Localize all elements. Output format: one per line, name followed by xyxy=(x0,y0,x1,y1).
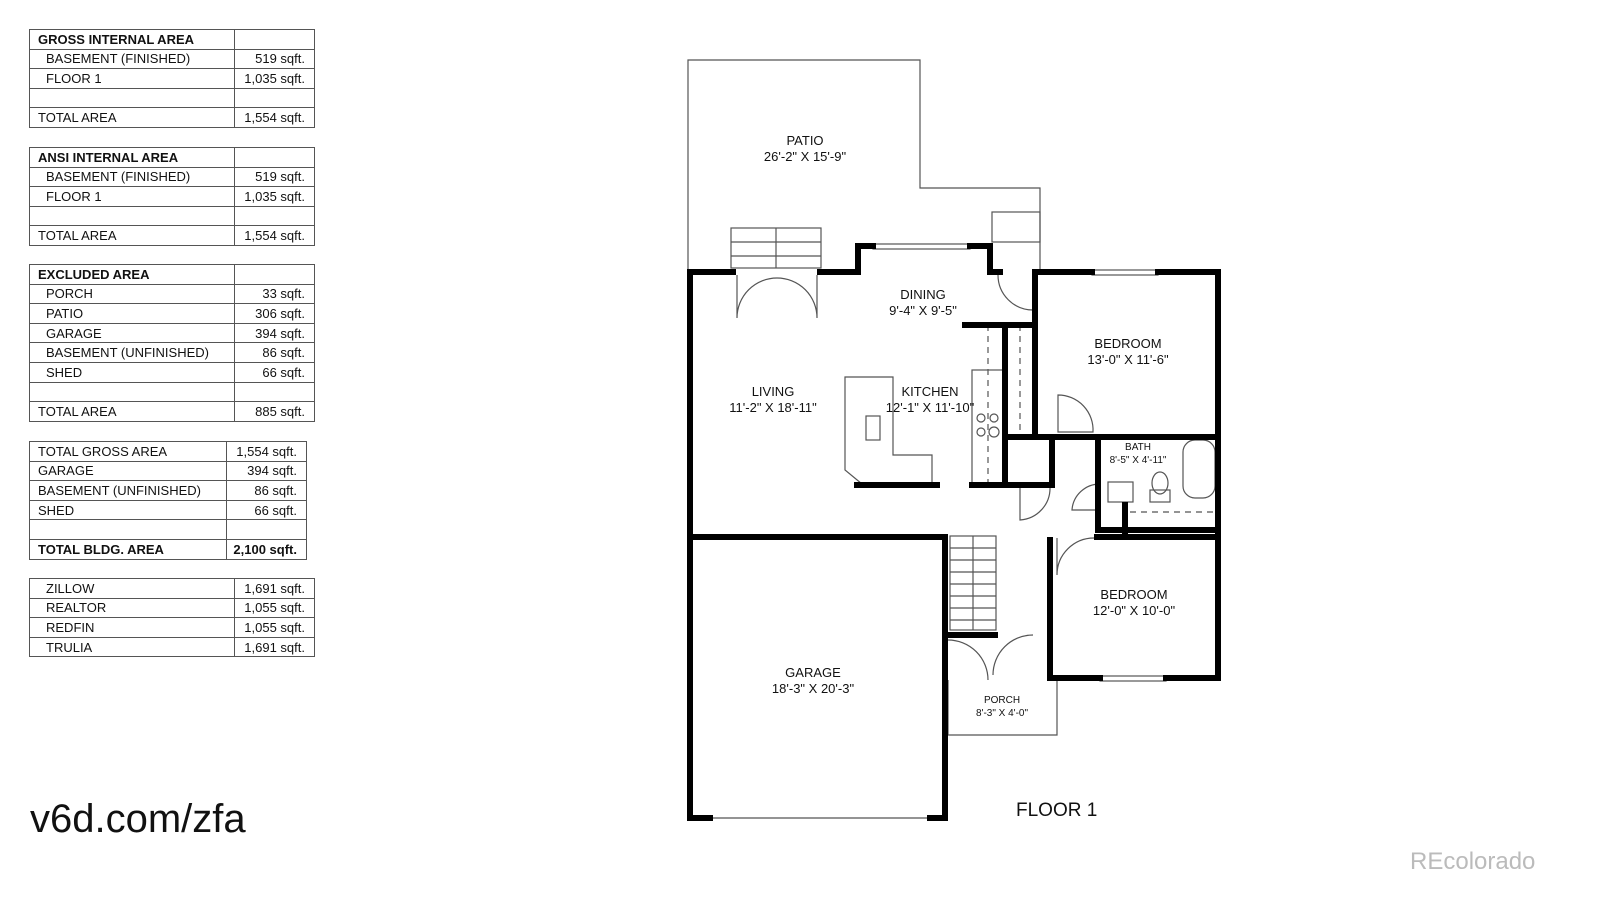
room-dimensions: 9'-4" X 9'-5" xyxy=(889,303,957,318)
room-dimensions: 8'-5" X 4'-11" xyxy=(1109,455,1167,466)
area-value: 1,055 sqft. xyxy=(234,617,315,638)
table-row: BASEMENT (FINISHED)519 sqft. xyxy=(29,48,315,70)
room-name: PATIO xyxy=(786,133,824,148)
room-dimensions: 12'-0" X 10'-0" xyxy=(1092,603,1176,618)
table-row: BASEMENT (FINISHED)519 sqft. xyxy=(29,166,315,188)
sink xyxy=(865,415,881,441)
area-value: 306 sqft. xyxy=(234,303,315,324)
table-row xyxy=(29,205,315,227)
bedroom-window xyxy=(1091,269,1159,276)
area-value: 86 sqft. xyxy=(226,480,307,501)
french-door xyxy=(736,275,818,319)
room-name: PORCH xyxy=(983,695,1021,706)
room-name: BEDROOM xyxy=(1094,336,1162,351)
room-dimensions: 8'-3" X 4'-0" xyxy=(975,708,1029,719)
area-label: BASEMENT (FINISHED) xyxy=(29,166,235,188)
table-row: BASEMENT (UNFINISHED)86 sqft. xyxy=(29,342,315,363)
vanity xyxy=(1107,481,1134,503)
area-value: 1,554 sqft. xyxy=(234,225,315,246)
room-name: BEDROOM xyxy=(1100,587,1168,602)
porch-doors xyxy=(947,634,1034,681)
area-label: TOTAL BLDG. AREA xyxy=(29,538,227,560)
area-value: 86 sqft. xyxy=(234,342,315,363)
closet-door xyxy=(1019,486,1051,521)
toilet xyxy=(1151,471,1169,495)
room-label-porch: PORCH 8'-3" X 4'-0" xyxy=(976,694,1028,720)
room-name: KITCHEN xyxy=(901,384,959,399)
area-label: TOTAL AREA xyxy=(29,401,235,422)
room-name: GARAGE xyxy=(785,665,841,680)
room-name: DINING xyxy=(900,287,946,302)
area-value: 394 sqft. xyxy=(226,460,307,482)
room-dimensions: 26'-2" X 15'-9" xyxy=(763,149,847,164)
dining-window xyxy=(872,243,971,250)
table-row: ANSI INTERNAL AREA xyxy=(29,147,315,168)
area-label: GARAGE xyxy=(29,322,235,344)
room-dimensions: 12'-1" X 11'-10" xyxy=(885,400,975,415)
bedroom2-window xyxy=(1099,675,1167,682)
area-value: 519 sqft. xyxy=(234,166,315,188)
room-dimensions: 18'-3" X 20'-3" xyxy=(771,681,855,696)
kitchen-island xyxy=(844,376,933,485)
bathtub xyxy=(1182,439,1216,499)
dining-door xyxy=(997,274,1034,311)
bedroom-door xyxy=(1057,394,1094,433)
area-value: 1,691 sqft. xyxy=(234,636,315,658)
bedroom2-door xyxy=(1056,537,1095,576)
room-label-bath: BATH 8'-5" X 4'-11" xyxy=(1110,441,1167,467)
floor-label: FLOOR 1 xyxy=(1016,800,1098,821)
area-value: 2,100 sqft. xyxy=(226,538,307,560)
walls xyxy=(687,243,1221,821)
area-label: ANSI INTERNAL AREA xyxy=(29,147,235,168)
url-text: v6d.com/zfa xyxy=(30,797,246,841)
room-name: BATH xyxy=(1125,442,1151,453)
room-name: LIVING xyxy=(751,384,795,399)
area-label: BASEMENT (UNFINISHED) xyxy=(29,480,227,501)
area-label: TOTAL AREA xyxy=(29,107,235,128)
area-value: 885 sqft. xyxy=(234,401,315,422)
room-dimensions: 13'-0" X 11'-6" xyxy=(1087,352,1169,367)
area-value: 1,035 sqft. xyxy=(234,68,315,89)
table-row xyxy=(29,519,307,540)
area-value: 1,554 sqft. xyxy=(234,107,315,128)
room-dimensions: 11'-2" X 18'-11" xyxy=(729,400,817,415)
table-row: BASEMENT (UNFINISHED)86 sqft. xyxy=(29,480,307,501)
table-row: GROSS INTERNAL AREA xyxy=(29,29,315,50)
patio-outline xyxy=(687,59,1041,272)
watermark: REcolorado xyxy=(1410,848,1536,875)
rear-steps xyxy=(991,211,1041,243)
area-value: 33 sqft. xyxy=(234,283,315,305)
